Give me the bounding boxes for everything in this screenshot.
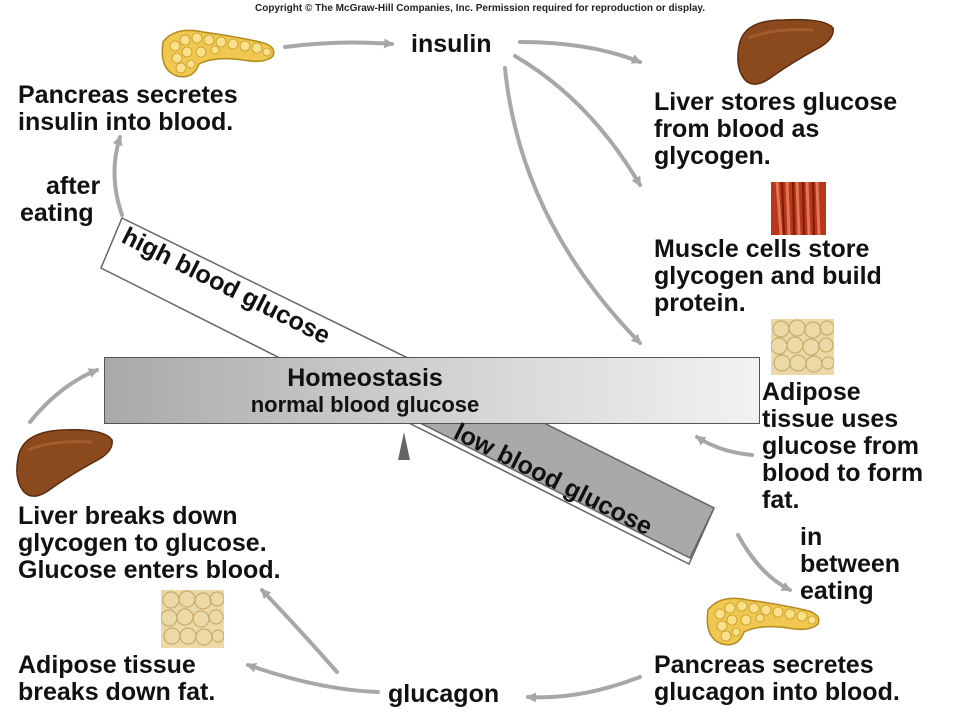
liver-stores-glucose-text: Liver stores glucose from blood as glyco… <box>654 88 898 170</box>
arrow-adipose-to-homeostasis <box>695 435 754 457</box>
between-eating-label: in between eating <box>800 523 901 605</box>
adipose-uses-glucose-text: Adipose tissue uses glucose from blood t… <box>762 378 924 514</box>
liver-breaks-down-text: Liver breaks down glycogen to glucose. G… <box>18 502 281 584</box>
adipose-tissue-icon <box>161 590 224 648</box>
homeostasis-bar: Homeostasis normal blood glucose <box>104 357 760 424</box>
arrow-liver-to-homeostasis <box>28 368 99 424</box>
homeostasis-subtitle: normal blood glucose <box>250 392 480 417</box>
arrow-between-eating <box>736 533 792 592</box>
arrow-after-eating <box>112 135 124 217</box>
copyright-notice: Copyright © The McGraw-Hill Companies, I… <box>254 3 706 14</box>
arrow-adipose-to-liver <box>260 588 339 674</box>
pancreas-icon <box>161 29 275 78</box>
after-eating-label: after eating <box>20 172 101 227</box>
pancreas-secretes-insulin-text: Pancreas secretes insulin into blood. <box>18 81 238 136</box>
arrow-insulin-to-glycogen <box>513 54 642 187</box>
pancreas-secretes-glucagon-text: Pancreas secretes glucagon into blood. <box>654 651 900 706</box>
muscle-cells-text: Muscle cells store glycogen and build pr… <box>654 235 882 317</box>
insulin-label: insulin <box>411 30 492 58</box>
arrow-insulin-to-adipose <box>503 66 642 345</box>
arrow-glucagon-to-adipose <box>246 662 380 694</box>
liver-icon <box>737 18 834 85</box>
homeostasis-title: Homeostasis <box>287 364 443 392</box>
adipose-tissue-icon <box>771 319 834 375</box>
muscle-icon <box>771 182 826 235</box>
pancreas-icon <box>706 597 820 646</box>
fulcrum-icon <box>398 432 410 460</box>
liver-icon <box>16 428 113 497</box>
glucagon-label: glucagon <box>388 680 500 708</box>
arrow-pancreas-to-insulin <box>283 38 394 49</box>
arrow-insulin-to-liver <box>518 40 642 64</box>
arrow-pancreas-to-glucagon <box>526 675 642 703</box>
adipose-breaks-down-text: Adipose tissue breaks down fat. <box>18 651 216 706</box>
